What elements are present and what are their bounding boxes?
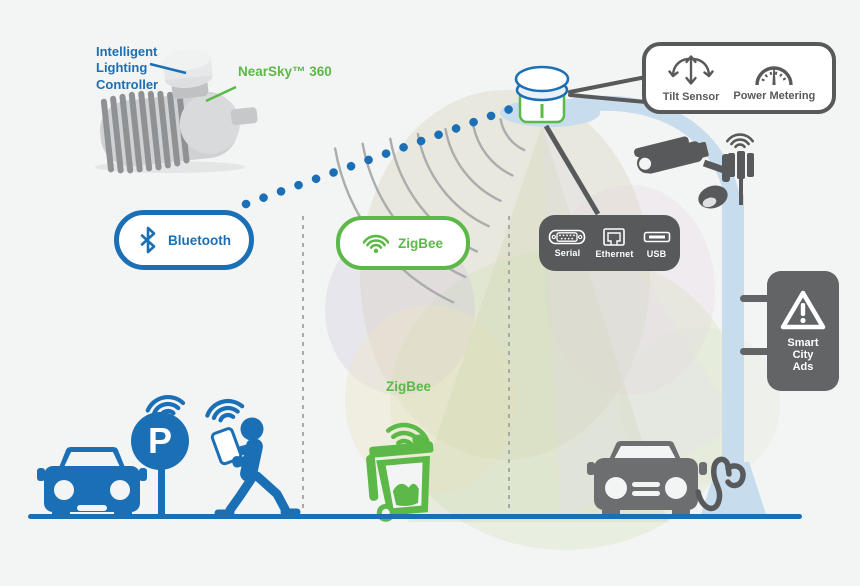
ads-line-1: Smart [787,336,819,349]
pole-controller-sensor [514,65,570,124]
parking-sign: P [131,412,189,470]
intelligent-lighting-controller-label: Intelligent Lighting Controller [96,44,159,92]
waste-bin-icon [366,422,434,522]
nearsky-product-label: NearSky™ 360 [238,64,332,79]
power-metering-icon [755,65,794,85]
power-metering-label: Power Metering [733,89,816,102]
usb-label: USB [646,249,667,259]
parking-sign-letter: P [147,420,172,461]
ports-box: Serial Ethernet USB [539,215,680,271]
power-metering-item: Power Metering [733,55,815,102]
controller-pointer-line [149,62,187,75]
bluetooth-link-dotted-line [241,99,529,209]
zigbee-label: ZigBee [397,235,443,251]
phone-wifi-icon [205,398,245,423]
smartphone-icon [210,427,243,466]
ev-car-icon [587,441,746,517]
tilt-sensor-label: Tilt Sensor [662,90,720,103]
ports-connector-line [543,124,601,216]
serial-label: Serial [554,248,581,258]
tilt-sensor-icon [668,54,714,85]
smart-city-ads-sign: Smart City Ads [767,271,839,391]
bluetooth-icon [140,226,156,254]
dome-camera-icon [698,185,728,209]
cctv-camera-icon [634,136,730,182]
ethernet-port-item: Ethernet [595,227,633,259]
ground-line [28,514,802,519]
nearsky-pointer-line [205,85,237,103]
zigbee-wifi-icon [362,234,389,253]
bluetooth-label: Bluetooth [168,232,231,248]
ads-line-2: City [792,348,814,361]
pedestrian-with-phone-icon [205,398,301,517]
ads-sign-text: Smart City Ads [787,337,818,373]
ads-sign-mounts [740,295,774,355]
ethernet-label: Ethernet [595,249,634,259]
bin-zigbee-label: ZigBee [386,379,432,394]
ads-line-3: Ads [792,361,814,374]
usb-port-icon [643,231,670,243]
light-cone [408,125,668,522]
pole-sensor-callout: Tilt Sensor Power Metering [642,42,836,114]
wifi-antenna-icon [725,133,755,205]
warning-triangle-icon [780,290,826,330]
charging-cable [695,456,746,512]
usb-port-item: USB [643,227,671,259]
tilt-sensor-item: Tilt Sensor [662,54,720,103]
parked-car-icon [37,447,147,518]
serial-port-item: Serial [548,228,586,258]
bluetooth-badge: Bluetooth [114,210,254,270]
ethernet-port-icon [603,228,626,246]
zigbee-badge: ZigBee [336,216,470,270]
callout-pointer [568,75,648,104]
luminaire-photo [95,49,258,174]
serial-port-icon [549,229,586,245]
